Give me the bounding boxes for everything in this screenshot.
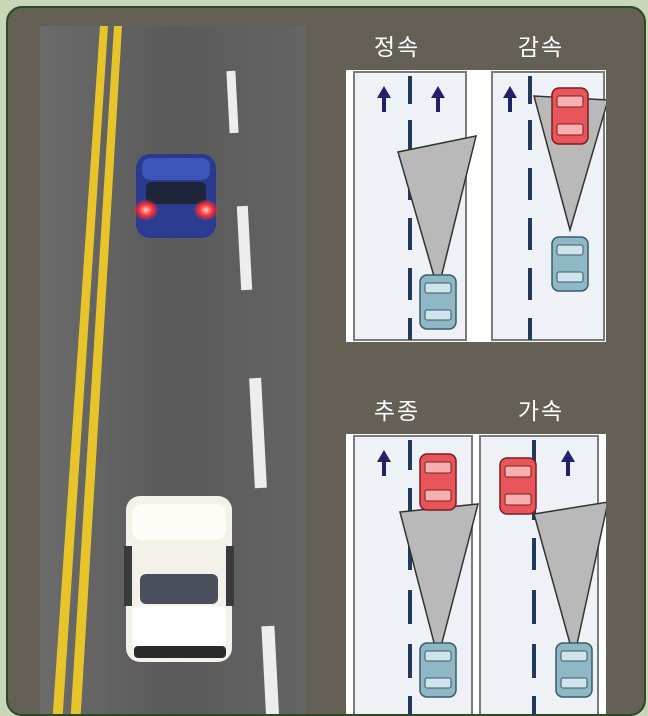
scenario-follow: [354, 436, 478, 716]
scenario-decel: [492, 72, 606, 340]
scenario-label-cruise: 정속: [342, 34, 452, 62]
bottom-scenario-diagram: [346, 434, 606, 716]
frame: 정속 감속 추종 가속: [6, 6, 646, 716]
top-scenario-diagram: [346, 70, 606, 342]
own-car: [420, 275, 456, 329]
scenario-label-decel: 감속: [486, 34, 596, 62]
lead-car: [420, 454, 456, 510]
scenario-accel: [480, 436, 606, 716]
road-photo: [40, 26, 306, 716]
scenario-label-follow: 추종: [342, 398, 452, 426]
own-car: [420, 643, 456, 697]
lead-car: [500, 458, 536, 514]
white-car: [124, 496, 234, 662]
own-car: [552, 237, 588, 291]
scenario-cruise: [354, 72, 476, 340]
blue-car: [133, 154, 219, 238]
scenario-label-accel: 가속: [486, 398, 596, 426]
lead-car: [552, 88, 588, 144]
own-car: [556, 643, 592, 697]
